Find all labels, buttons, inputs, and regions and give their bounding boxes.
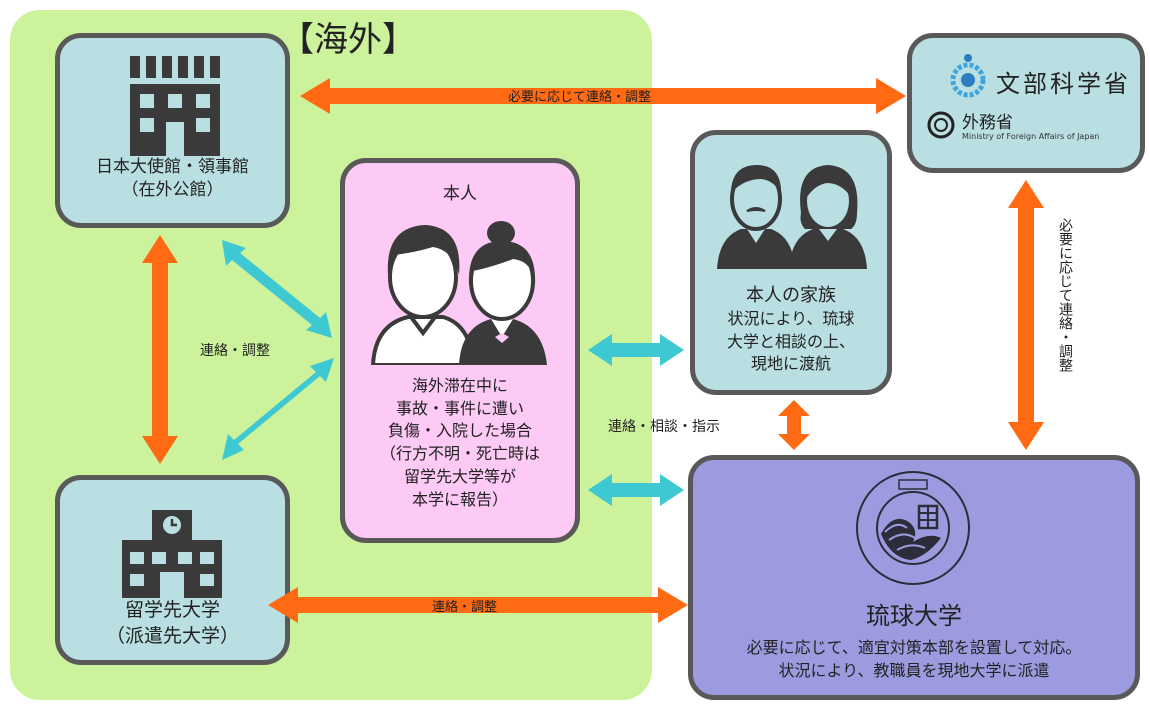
bottom-arrow	[268, 587, 688, 623]
mext-logo-icon	[950, 54, 986, 98]
person-text-line: 負傷・入院した場合	[387, 421, 532, 441]
person-text-line: 海外滞在中に	[411, 376, 508, 395]
host-university-box: 留学先大学 （派遣先大学）	[55, 475, 290, 665]
left-arrow-label: 連絡・調整	[200, 343, 270, 359]
mext-name: 文部科学省	[996, 70, 1131, 98]
host-university-subname: （派遣先大学）	[105, 624, 239, 647]
family-title: 本人の家族	[746, 285, 836, 306]
family-ryukyu-arrow	[778, 400, 810, 450]
mofa-english-name: Ministry of Foreign Affairs of Japan	[962, 132, 1100, 141]
right-arrow-label: 必要に応じて連絡・調整	[1057, 218, 1073, 372]
family-text-line: 大学と相談の上、	[726, 331, 855, 351]
top-arrow	[300, 78, 906, 114]
ministries-box: 文部科学省 外務省 Ministry of Foreign Affairs of…	[907, 33, 1145, 173]
person-box: 本人 海外滞在中に 事故・事件に遭い 負傷・入院した場合 （行方不明・死亡時は …	[340, 158, 580, 543]
family-box: 本人の家族 状況により、琉球 大学と相談の上、 現地に渡航	[690, 130, 892, 395]
person-ryukyu-arrow	[588, 474, 684, 506]
family-text-line: 状況により、琉球	[727, 309, 855, 329]
person-text-line: （行方不明・死亡時は	[379, 444, 540, 464]
person-text-line: 本学に報告）	[411, 489, 508, 509]
top-arrow-label: 必要に応じて連絡・調整	[508, 90, 652, 105]
embassy-name: 日本大使館・領事館	[96, 157, 249, 177]
person-text-line: 留学先大学等が	[403, 466, 516, 486]
embassy-person-arrow	[222, 240, 332, 338]
embassy-subname: （在外公館）	[121, 179, 224, 200]
university-building-icon	[122, 510, 222, 598]
parents-icon	[717, 165, 867, 269]
overseas-region-title: 【海外】	[280, 20, 416, 60]
person-text-line: 事故・事件に遭い	[395, 398, 524, 418]
host-university-name: 留学先大学	[124, 599, 220, 621]
middle-arrow-label: 連絡・相談・指示	[608, 419, 720, 435]
person-family-arrow	[588, 334, 684, 366]
bottom-arrow-label: 連絡・調整	[432, 600, 498, 615]
embassy-building-icon	[130, 56, 220, 156]
family-text-line: 現地に渡航	[750, 353, 831, 373]
right-arrow	[1008, 180, 1044, 450]
embassy-box: 日本大使館・領事館 （在外公館）	[55, 33, 290, 228]
host-person-arrow	[222, 358, 334, 460]
person-title: 本人	[443, 184, 477, 204]
university-seal-icon	[856, 471, 970, 585]
students-icon	[370, 221, 547, 365]
ryukyu-text-line: 状況により、教職員を現地大学に派遣	[778, 661, 1050, 681]
left-arrow	[142, 235, 178, 464]
ryukyu-university-box: 琉球大学 必要に応じて、適宜対策本部を設置して対応。 状況により、教職員を現地大…	[688, 455, 1140, 700]
ryukyu-university-name: 琉球大学	[866, 602, 962, 630]
mofa-logo-icon	[927, 111, 955, 139]
mofa-name: 外務省	[962, 113, 1013, 133]
ryukyu-text-line: 必要に応じて、適宜対策本部を設置して対応。	[746, 638, 1082, 657]
